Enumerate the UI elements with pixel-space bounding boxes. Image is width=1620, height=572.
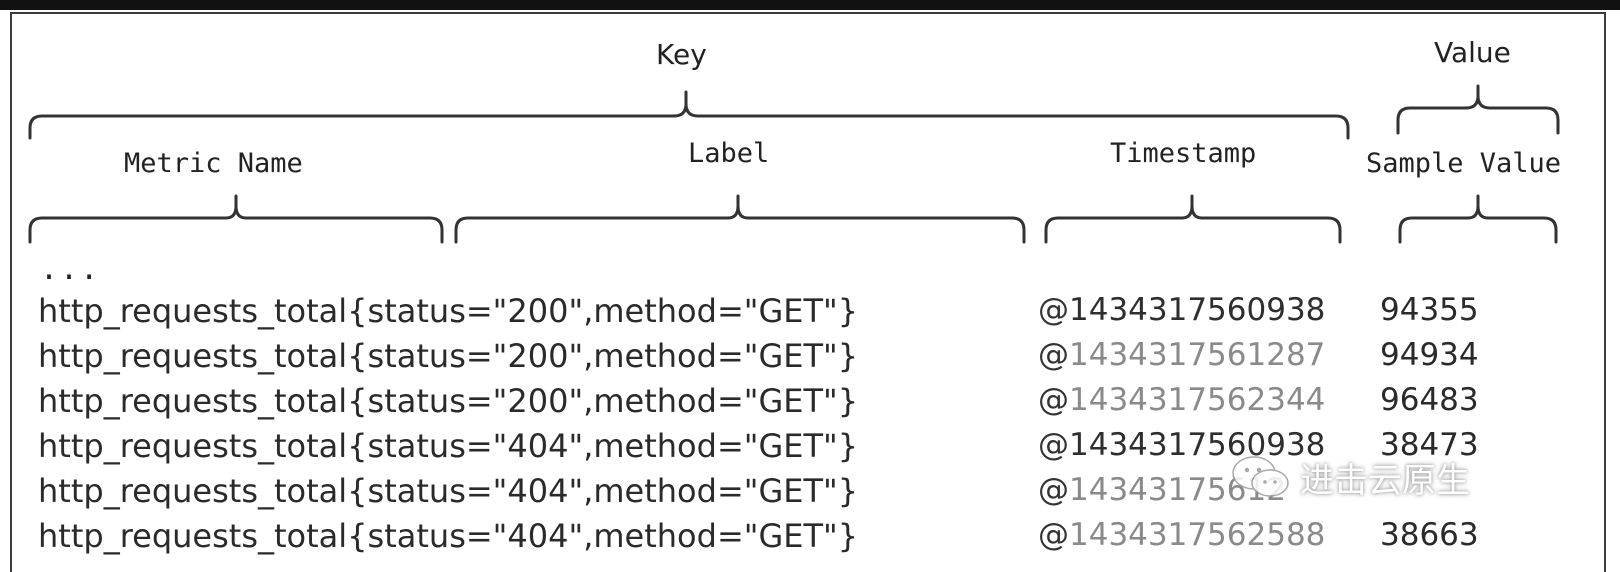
series-key: http_requests_total{status="200",method=… [38, 337, 859, 375]
brace-group [28, 84, 1560, 244]
table-row: http_requests_total{status="404",method=… [0, 427, 1620, 471]
sample-value: 38663 [1380, 517, 1479, 553]
timestamp-value: 1434317562344 [1069, 382, 1326, 418]
at-sign: @ [1038, 337, 1069, 373]
table-row: http_requests_total{status="200",method=… [0, 292, 1620, 336]
table-row: http_requests_total{status="200",method=… [0, 337, 1620, 381]
key-heading: Key [656, 38, 707, 71]
at-sign: @ [1038, 472, 1069, 508]
sample-value: 94355 [1380, 292, 1479, 328]
table-row: http_requests_total{status="200",method=… [0, 382, 1620, 426]
key-brace [28, 90, 1350, 140]
sample-value-label: Sample Value [1366, 148, 1562, 179]
ellipsis: ... [40, 252, 101, 287]
top-edge [0, 0, 1620, 10]
watermark-text: 进击云原生 [1300, 460, 1470, 501]
at-sign: @ [1038, 427, 1069, 463]
label-brace [454, 194, 1026, 244]
at-sign: @ [1038, 292, 1069, 328]
timestamp-label: Timestamp [1110, 138, 1257, 169]
metric-name-label: Metric Name [124, 148, 303, 179]
sample-value: 94934 [1380, 337, 1479, 373]
diagram-frame [10, 12, 1606, 572]
timestamp-value: 1434317561287 [1069, 337, 1326, 373]
series-key: http_requests_total{status="200",method=… [38, 382, 859, 420]
sample-value: 38473 [1380, 427, 1479, 463]
watermark: 进击云原生 [1230, 452, 1470, 502]
series-key: http_requests_total{status="200",method=… [38, 292, 859, 330]
wechat-icon [1232, 456, 1289, 497]
timestamp-brace [1044, 194, 1342, 244]
timestamp-cell: @1434317562344 [1038, 382, 1325, 418]
timestamp-cell: @1434317560938 [1038, 427, 1325, 463]
sample-value: 96483 [1380, 382, 1479, 418]
timestamp-value: 1434317560938 [1069, 292, 1326, 328]
at-sign: @ [1038, 382, 1069, 418]
at-sign: @ [1038, 517, 1069, 553]
value-brace [1396, 84, 1560, 135]
metric-name-brace [28, 194, 444, 244]
label-column-label: Label [688, 138, 770, 169]
series-key: http_requests_total{status="404",method=… [38, 427, 859, 465]
timestamp-cell: @1434317560938 [1038, 292, 1325, 328]
timestamp-cell: @1434317561287 [1038, 337, 1325, 373]
sample-value-brace [1398, 194, 1558, 244]
series-key: http_requests_total{status="404",method=… [38, 472, 859, 510]
timestamp-value: 1434317560938 [1069, 427, 1326, 463]
timestamp-cell: @1434317562588 [1038, 517, 1325, 553]
value-heading: Value [1434, 36, 1511, 69]
series-key: http_requests_total{status="404",method=… [38, 517, 859, 555]
timestamp-value: 1434317562588 [1069, 517, 1326, 553]
table-row: http_requests_total{status="404",method=… [0, 517, 1620, 561]
